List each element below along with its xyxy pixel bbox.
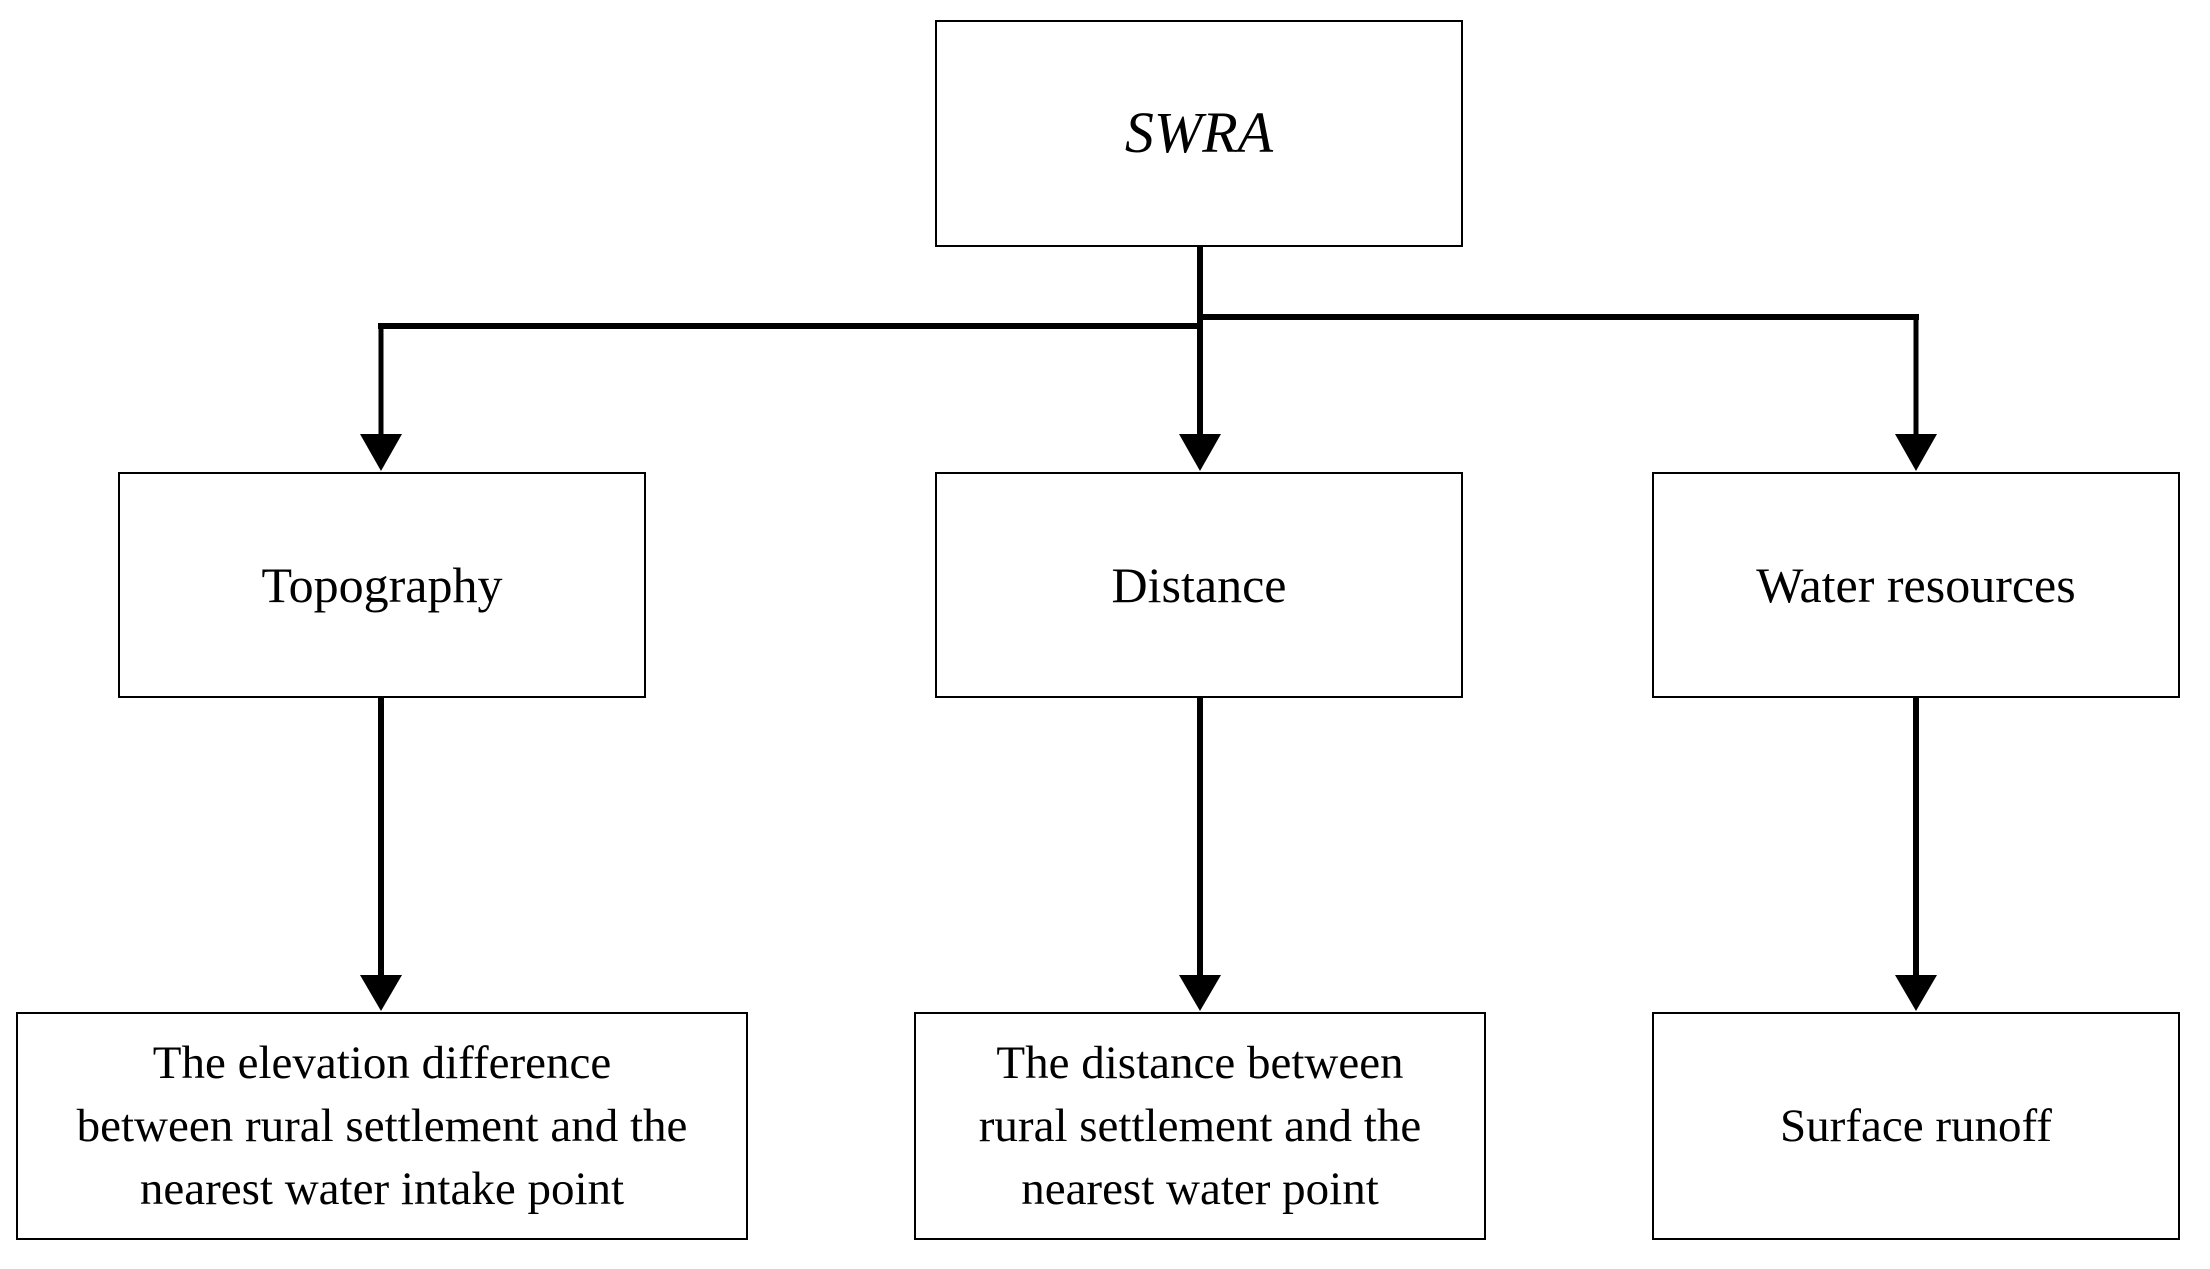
node-water-resources: Water resources [1652, 472, 2180, 698]
node-swra-label: SWRA [1124, 100, 1274, 166]
node-topography-label: Topography [261, 556, 503, 613]
node-surface-runoff-label: Surface runoff [1780, 1099, 2052, 1152]
arrowhead-distance [1179, 434, 1221, 471]
node-swra: SWRA [935, 20, 1463, 247]
arrowhead-elevation-indicator [360, 975, 402, 1011]
arrowhead-topography [360, 434, 402, 471]
node-topography: Topography [118, 472, 646, 698]
node-distance-indicator-label: The distance between rural settlement an… [978, 1036, 1422, 1215]
arrowhead-distance-indicator [1179, 975, 1221, 1011]
arrowhead-runoff-indicator [1895, 975, 1937, 1011]
node-distance-indicator: The distance between rural settlement an… [914, 1012, 1486, 1240]
node-elevation-difference: The elevation difference between rural s… [16, 1012, 748, 1240]
node-distance-label: Distance [1111, 556, 1287, 613]
node-water-resources-label: Water resources [1756, 556, 2076, 613]
node-distance: Distance [935, 472, 1463, 698]
node-elevation-difference-label: The elevation difference between rural s… [76, 1036, 688, 1215]
arrowhead-water-resources [1895, 434, 1937, 471]
node-surface-runoff: Surface runoff [1652, 1012, 2180, 1240]
